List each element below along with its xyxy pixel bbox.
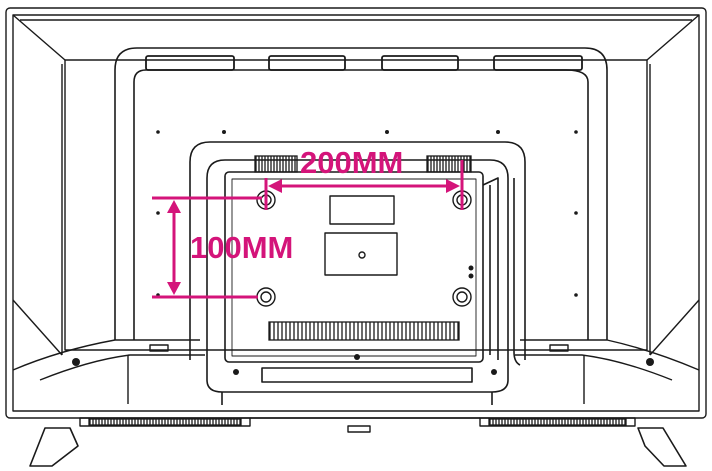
dimension-arrowheads	[167, 179, 460, 295]
stand-feet	[29, 427, 687, 467]
dimension-lines	[152, 160, 464, 299]
upper-arch	[114, 47, 608, 340]
bottom-contour	[12, 339, 700, 404]
center-labels	[324, 195, 398, 276]
vertical-spacing-label: 100MM	[190, 230, 294, 265]
base-bars	[79, 417, 636, 433]
central-housing	[189, 141, 526, 405]
horizontal-spacing-label: 200MM	[300, 145, 404, 180]
vent-grilles	[88, 155, 627, 426]
screw-dots	[72, 130, 654, 375]
top-vent-slots	[145, 55, 583, 71]
